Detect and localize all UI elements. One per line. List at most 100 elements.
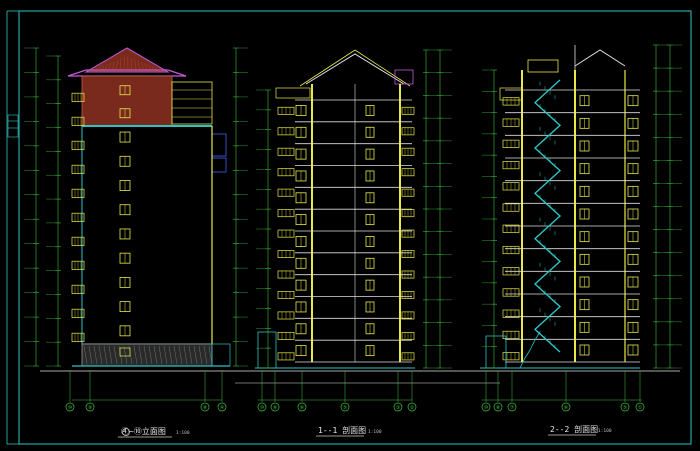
base-hatch	[98, 345, 103, 365]
base-hatch	[93, 345, 98, 365]
grid-bubble-label: ⑤	[343, 405, 348, 411]
penthouse-balcony	[171, 81, 213, 125]
view-title-elevation: ④~⑩立面图 1:100	[118, 426, 190, 438]
roof-tile	[115, 59, 118, 73]
elevation-view	[24, 47, 248, 401]
grid-bubble	[393, 402, 403, 412]
roof-tile	[137, 60, 141, 73]
roof-tile	[119, 58, 122, 73]
view-scale: 1:100	[176, 430, 190, 436]
base-hatch	[198, 345, 203, 365]
base-hatch	[193, 345, 198, 365]
grid-bubble-label: ⑥	[300, 405, 305, 411]
title-block-marks	[7, 114, 19, 138]
grid-bubble	[493, 402, 503, 412]
base-hatch	[128, 345, 133, 365]
section-2-2-view	[480, 44, 682, 401]
roof-tile	[91, 68, 98, 73]
base-hatch	[183, 345, 188, 365]
roof-tile	[148, 64, 153, 73]
view-title-section-1: 1--1 剖面图 1:100	[316, 425, 382, 437]
roof-outline	[299, 49, 411, 87]
grid-bubble	[481, 402, 491, 412]
view-scale: 1:100	[368, 429, 382, 435]
stair-flight	[533, 79, 562, 353]
grid-bubble-label: ⑥	[564, 405, 569, 411]
roof-tile	[144, 63, 149, 73]
stone-base	[81, 343, 213, 367]
base-hatch	[153, 345, 158, 365]
grid-bubble-label: ⑤	[623, 405, 628, 411]
main-wall	[81, 125, 213, 345]
canopy	[211, 343, 231, 367]
grid-bubble	[200, 402, 210, 412]
entrance-canopy	[257, 331, 277, 369]
grid-bubble	[122, 428, 130, 436]
grid-bubble-label: ⑩	[484, 405, 489, 411]
base-hatch	[168, 345, 173, 365]
grid-bubble	[257, 402, 267, 412]
grid-bubble	[507, 402, 517, 412]
roof-tile	[151, 66, 157, 73]
section-1-1-view	[255, 49, 452, 401]
base-hatch	[108, 345, 113, 365]
side-projection	[211, 157, 227, 173]
grid-bubble-label: ⑦	[510, 405, 515, 411]
roof-tile	[103, 63, 108, 73]
grid-bubble-label: ⑩	[260, 405, 265, 411]
stair-roof	[527, 59, 559, 73]
base-hatch	[173, 345, 178, 365]
grid-bubble-label: ⑧	[496, 405, 501, 411]
view-title-section-2: 2--2 剖面图 1:100	[548, 424, 612, 436]
grid-bubble	[297, 402, 307, 412]
roof-tile	[141, 61, 145, 73]
grid-bubble-label: ②	[410, 405, 415, 411]
base-hatch	[188, 345, 193, 365]
entry-stair	[519, 331, 541, 369]
brick-facade	[81, 75, 173, 127]
base-hatch	[83, 345, 88, 365]
base-hatch	[178, 345, 183, 365]
grid-bubble-label: ⑨	[88, 405, 93, 411]
grid-bubble	[270, 402, 280, 412]
base-hatch	[138, 345, 143, 365]
base-hatch	[133, 345, 138, 365]
top-balcony	[275, 87, 311, 99]
base-hatch	[103, 345, 108, 365]
grid-bubble-label: ①	[638, 405, 643, 411]
entry-window	[119, 347, 131, 357]
base-hatch	[208, 345, 213, 365]
roof-tile	[99, 65, 105, 73]
base-hatch	[123, 345, 128, 365]
base-hatch	[163, 345, 168, 365]
roof-tile	[134, 59, 137, 73]
entrance-canopy	[485, 335, 507, 369]
base-hatch	[143, 345, 148, 365]
grid-bubble-label: ⑧	[273, 405, 278, 411]
top-balcony	[499, 87, 523, 101]
grid-bubble	[217, 402, 227, 412]
roof-tile	[158, 68, 165, 73]
grid-bubble-label: ③	[396, 405, 401, 411]
grid-bubble	[407, 402, 417, 412]
base-hatch	[113, 345, 118, 365]
grid-bubble-label: ④	[220, 405, 225, 411]
base-hatch	[118, 345, 123, 365]
roof-tile	[131, 57, 133, 73]
grid-bubble	[340, 402, 350, 412]
grid-bubble-label: ⑧	[203, 405, 208, 411]
roof-tile	[154, 67, 161, 73]
base-hatch	[148, 345, 153, 365]
view-title-text: ④~⑩立面图	[121, 426, 166, 436]
view-scale: 1:100	[598, 428, 612, 434]
view-title-text: 2--2 剖面图	[550, 424, 598, 434]
side-projection	[211, 133, 227, 157]
drawing-frame	[18, 10, 692, 445]
roof-tile	[107, 62, 112, 73]
base-hatch	[158, 345, 163, 365]
roof-section	[305, 53, 405, 85]
base-hatch	[203, 345, 208, 365]
grid-bubble	[561, 402, 571, 412]
